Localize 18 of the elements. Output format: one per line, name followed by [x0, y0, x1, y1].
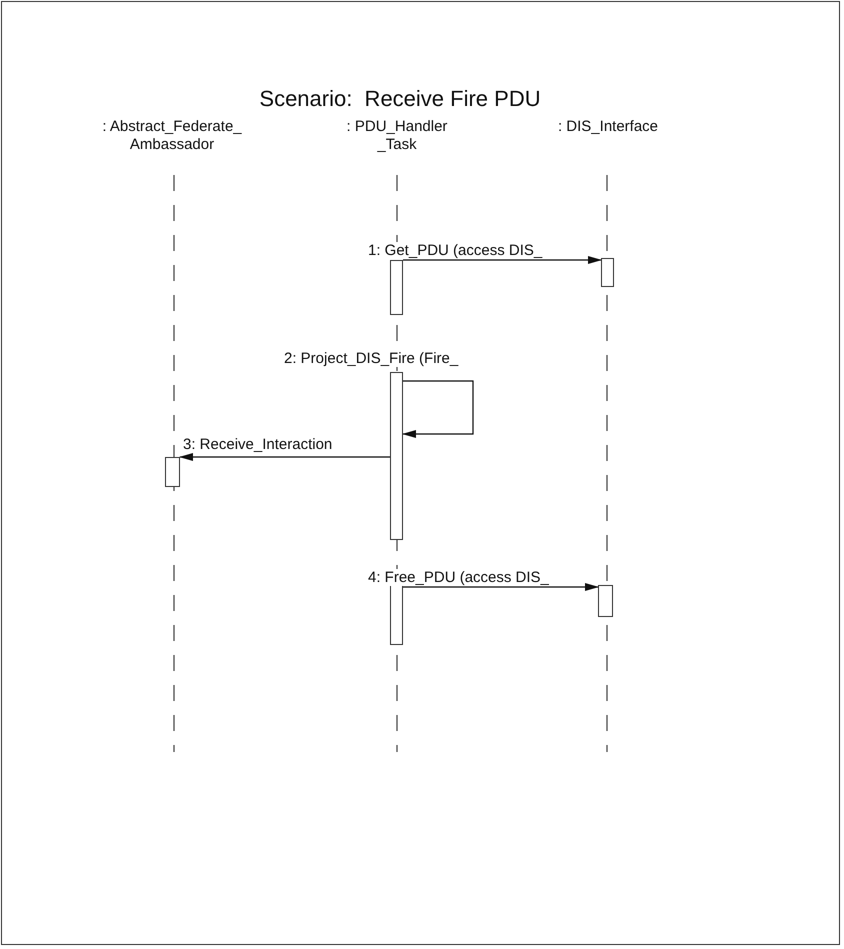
message-arrow — [403, 256, 602, 264]
message-label: 4: Free_PDU (access DIS_ — [367, 569, 550, 586]
message-arrow — [179, 453, 390, 461]
object-name: : Abstract_Federate_ Ambassador — [87, 118, 257, 154]
message-arrow — [402, 380, 474, 438]
activation-bar — [390, 372, 403, 540]
message-label: 2: Project_DIS_Fire (Fire_ — [283, 350, 460, 367]
activation-bar — [390, 260, 403, 315]
message-label: 3: Receive_Interaction — [182, 436, 334, 453]
activation-bar — [165, 457, 180, 487]
activation-bar — [390, 583, 403, 645]
object-name: : DIS_Interface — [528, 118, 688, 136]
activation-bar — [601, 258, 614, 287]
message-label: 1: Get_PDU (access DIS_ — [367, 242, 544, 259]
message-arrow — [403, 583, 599, 591]
diagram-title: Scenario: Receive Fire PDU — [258, 86, 542, 112]
object-name: : PDU_Handler _Task — [338, 118, 456, 154]
activation-bar — [598, 585, 613, 617]
